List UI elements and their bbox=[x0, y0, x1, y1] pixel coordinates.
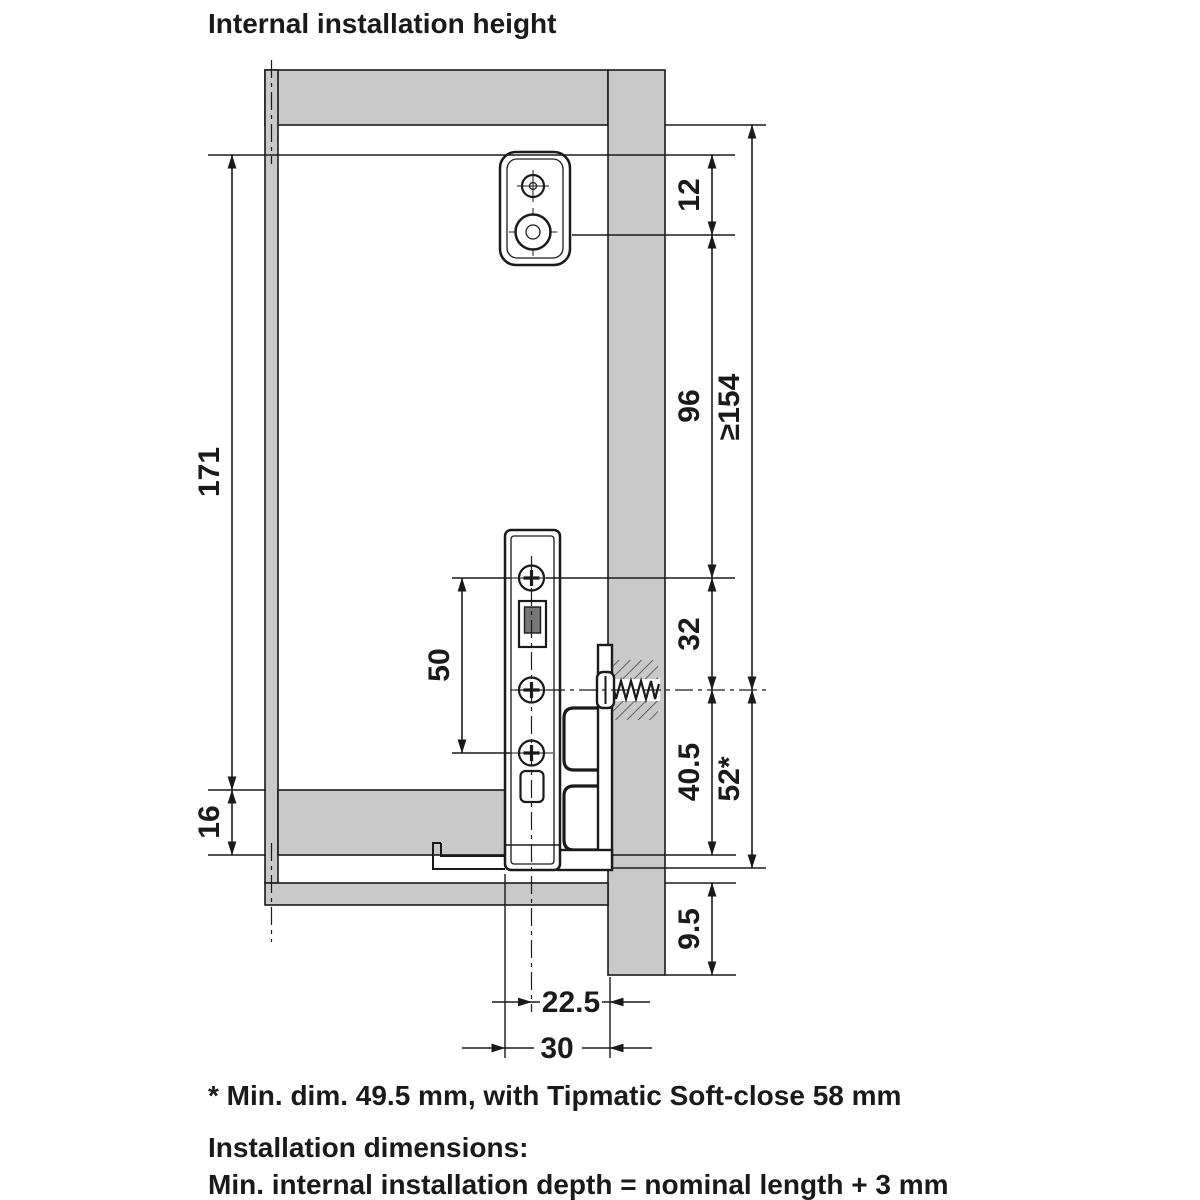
dim-label-96: 96 bbox=[673, 389, 706, 422]
dim-label-9-5: 9.5 bbox=[673, 908, 706, 950]
screw-thread bbox=[610, 676, 661, 704]
dim-label-30: 30 bbox=[540, 1032, 573, 1065]
bracket-inner bbox=[506, 158, 564, 259]
dimension-52: 52* bbox=[713, 689, 757, 869]
drawer-back-panel bbox=[264, 69, 279, 884]
dim-label-40-5: 40.5 bbox=[673, 743, 706, 801]
dimension-171: 171 bbox=[193, 154, 237, 791]
dimension-50: 50 bbox=[423, 577, 467, 754]
dimension-22-5: 22.5 bbox=[492, 986, 650, 1019]
cabinet-bottom-rail bbox=[264, 882, 609, 906]
dim-label-154: ≥154 bbox=[713, 373, 746, 440]
adjustment-clip-upper bbox=[517, 599, 548, 649]
dim-label-171: 171 bbox=[193, 447, 226, 497]
bracket-hole-small bbox=[517, 170, 549, 202]
rail-bottom-foot bbox=[556, 848, 614, 872]
footnote-text: * Min. dim. 49.5 mm, with Tipmatic Soft-… bbox=[208, 1080, 901, 1111]
drawer-bottom-panel bbox=[277, 789, 506, 856]
dim-label-22-5: 22.5 bbox=[542, 986, 600, 1019]
dim-label-16: 16 bbox=[193, 805, 226, 838]
diagram-title: Internal installation height bbox=[208, 8, 556, 39]
centerlines bbox=[270, 60, 766, 1012]
dimension-154: ≥154 bbox=[713, 124, 757, 691]
dim-label-12: 12 bbox=[673, 178, 706, 211]
rail-hook-lower bbox=[562, 784, 598, 852]
cabinet-top-panel bbox=[264, 69, 609, 126]
dimension-96: 96 bbox=[673, 234, 717, 579]
profile-inner-wall bbox=[510, 535, 555, 865]
dimension-30: 30 bbox=[462, 1032, 652, 1065]
installation-detail: Min. internal installation depth = nomin… bbox=[208, 1169, 949, 1200]
installation-heading: Installation dimensions: bbox=[208, 1132, 528, 1163]
dimension-12: 12 bbox=[673, 154, 717, 236]
dim-label-50: 50 bbox=[423, 648, 456, 681]
dimension-32: 32 bbox=[673, 577, 717, 691]
dimension-9-5: 9.5 bbox=[673, 882, 717, 976]
rear-fixing-bracket bbox=[498, 150, 572, 267]
dim-label-32: 32 bbox=[673, 617, 706, 650]
dimension-16: 16 bbox=[193, 789, 237, 856]
dim-label-52: 52* bbox=[713, 756, 746, 801]
bracket-hole-large bbox=[509, 208, 557, 256]
dimension-40-5: 40.5 bbox=[673, 689, 717, 856]
cabinet-side-panel bbox=[607, 69, 666, 976]
bottom-support-lip bbox=[432, 842, 505, 870]
rail-hook-upper bbox=[562, 706, 598, 772]
